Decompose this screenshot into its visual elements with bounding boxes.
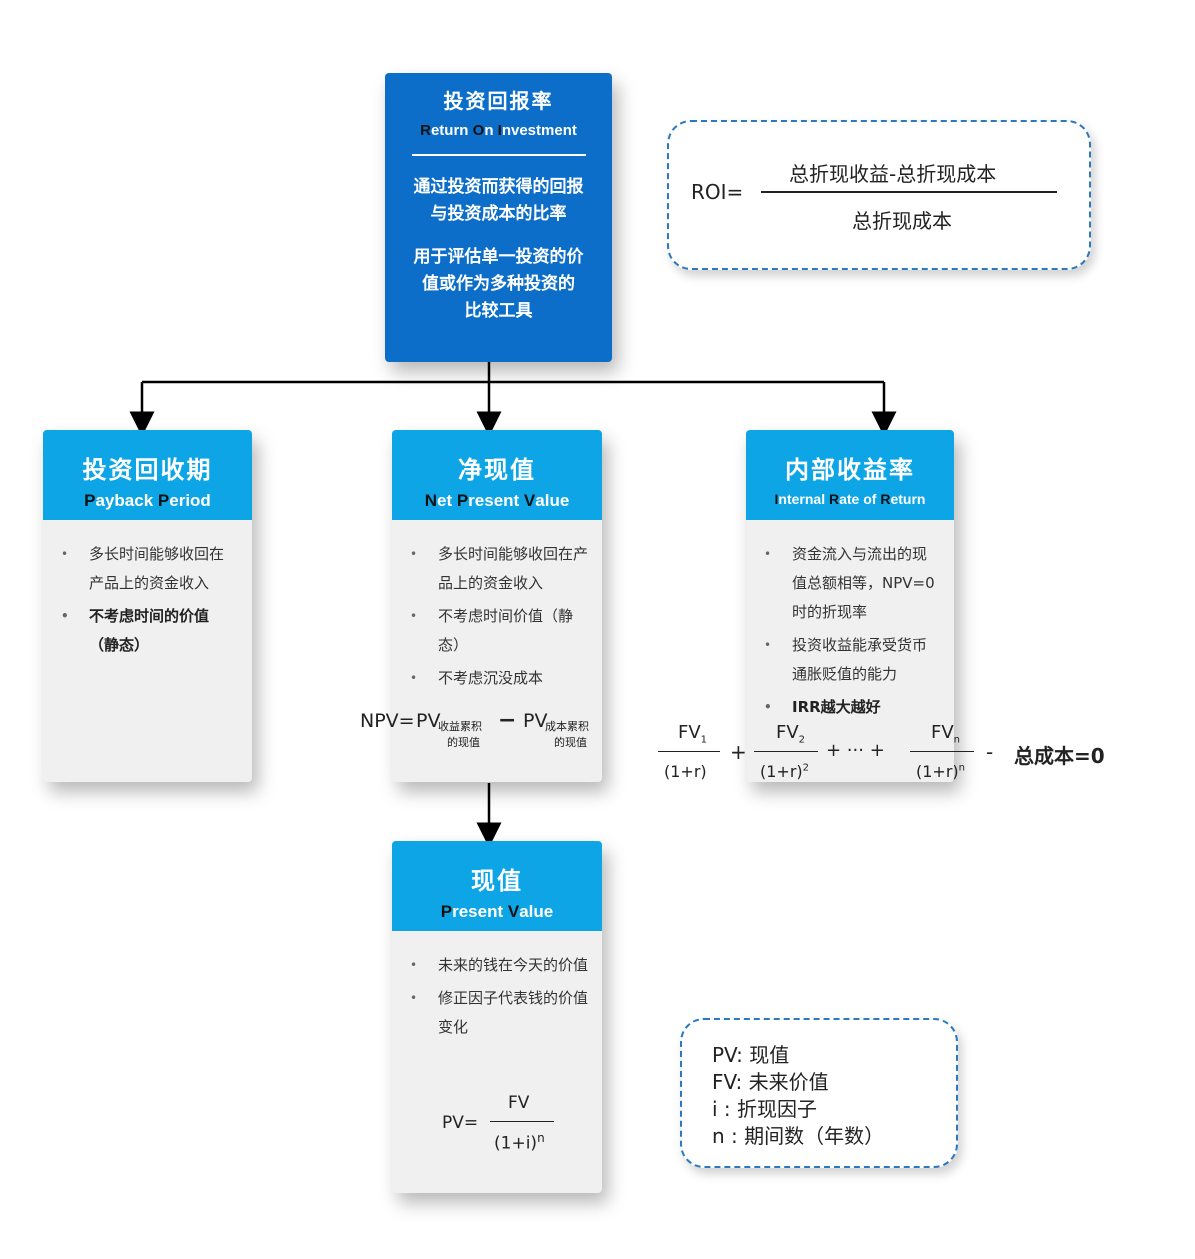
list-item: 不考虑时间价值（静态）: [410, 602, 588, 660]
irr-term1-numerator: FV1: [678, 722, 708, 746]
npv-card-subtitle: Net Present Value: [424, 491, 570, 510]
payback-card-header: 投资回收期 Payback Period: [43, 430, 252, 520]
pv-formula: PV= FV (1+i)n: [436, 1089, 596, 1159]
roi-card-definition: 通过投资而获得的回报 与投资成本的比率: [413, 177, 584, 224]
list-item: 未来的钱在今天的价值: [410, 951, 588, 980]
roi-formula-box: ROI= 总折现收益-总折现成本 总折现成本: [667, 120, 1091, 270]
irr-termn-numerator: FVn: [931, 722, 961, 746]
pv-formula-fraction-line: [490, 1121, 554, 1122]
irr-minus: -: [986, 740, 994, 764]
irr-formula: FV1 (1+r) + FV2 (1+r)2 + ··· + FVn (1+r)…: [650, 718, 1130, 788]
pv-formula-denominator: (1+i)n: [494, 1131, 545, 1154]
pv-formula-lhs: PV=: [442, 1113, 479, 1133]
npv-formula-sub2-line2: 的现值: [554, 736, 587, 749]
irr-term2-denominator: (1+r)2: [760, 762, 810, 781]
npv-card: 净现值 Net Present Value 多长时间能够收回在产品上的资金收入 …: [392, 430, 602, 782]
pv-card: 现值 Present Value 未来的钱在今天的价值 修正因子代表钱的价值变化…: [392, 841, 602, 1193]
legend-box: PV: 现值 FV: 未来价值 i : 折现因子 n : 期间数（年数）: [680, 1018, 958, 1168]
npv-card-header: 净现值 Net Present Value: [392, 430, 602, 520]
roi-card-usage: 用于评估单一投资的价 值或作为多种投资的 比较工具: [413, 247, 584, 321]
payback-card-title: 投资回收期: [82, 455, 213, 484]
payback-card: 投资回收期 Payback Period 多长时间能够收回在产品上的资金收入 不…: [43, 430, 252, 782]
roi-formula-denominator: 总折现成本: [852, 209, 952, 233]
pv-card-subtitle: Present Value: [440, 902, 554, 921]
list-item: IRR越大越好: [764, 693, 940, 722]
irr-card-subtitle: Internal Rate of Return: [774, 491, 926, 507]
pv-card-title: 现值: [471, 866, 523, 895]
irr-card-title: 内部收益率: [785, 455, 915, 484]
list-item: 不考虑时间的价值（静态）: [61, 602, 238, 660]
list-item: 多长时间能够收回在产品上的资金收入: [61, 540, 238, 598]
npv-formula-lhs: NPV=: [360, 710, 415, 732]
irr-plus-ellipsis: + ··· +: [826, 740, 885, 761]
npv-card-title: 净现值: [458, 455, 536, 484]
npv-formula-sub1-line1: 收益累积: [438, 720, 482, 733]
list-item: 投资收益能承受货币通胀贬值的能力: [764, 631, 940, 689]
irr-term1-fraction-line: [658, 751, 720, 752]
irr-term1-denominator: (1+r): [664, 762, 707, 781]
roi-card: 投资回报率 Return On Investment 通过投资而获得的回报 与投…: [385, 73, 612, 362]
irr-termn-denominator: (1+r)n: [916, 762, 965, 781]
irr-card-header: 内部收益率 Internal Rate of Return: [746, 430, 954, 520]
pv-card-header: 现值 Present Value: [392, 841, 602, 931]
npv-bullet-list: 多长时间能够收回在产品上的资金收入 不考虑时间价值（静态） 不考虑沉没成本: [392, 520, 602, 693]
legend-line-i: i : 折现因子: [712, 1097, 818, 1121]
irr-term2-fraction-line: [754, 751, 818, 752]
irr-termn-fraction-line: [910, 751, 974, 752]
npv-formula-pv1: PV: [416, 710, 441, 732]
legend-line-fv: FV: 未来价值: [712, 1070, 829, 1094]
list-item: 多长时间能够收回在产品上的资金收入: [410, 540, 588, 598]
npv-formula-pv2: PV: [523, 710, 548, 732]
irr-bullet-list: 资金流入与流出的现值总额相等，NPV=0时的折现率 投资收益能承受货币通胀贬值的…: [746, 520, 954, 722]
roi-formula-fraction-line: [761, 191, 1057, 193]
roi-card-title: 投资回报率: [443, 89, 554, 113]
irr-plus-1: +: [730, 740, 747, 764]
roi-card-subtitle: Return On Investment: [420, 122, 577, 139]
irr-card: 内部收益率 Internal Rate of Return 资金流入与流出的现值…: [746, 430, 954, 782]
irr-tail: 总成本=0: [1014, 744, 1105, 768]
top-to-children-connector: [129, 362, 897, 437]
npv-formula: NPV= PV 收益累积 的现值 − PV 成本累积 的现值: [360, 708, 620, 758]
npv-formula-sub2-line1: 成本累积: [545, 720, 589, 733]
list-item: 修正因子代表钱的价值变化: [410, 984, 588, 1042]
roi-card-divider: [411, 154, 586, 156]
roi-formula-numerator: 总折现收益-总折现成本: [789, 162, 997, 186]
legend-line-n: n : 期间数（年数）: [712, 1124, 885, 1148]
list-item: 不考虑沉没成本: [410, 664, 588, 693]
payback-bullet-list: 多长时间能够收回在产品上的资金收入 不考虑时间的价值（静态）: [43, 520, 252, 660]
npv-formula-sub1-line2: 的现值: [447, 736, 480, 749]
pv-formula-numerator: FV: [508, 1093, 530, 1113]
npv-formula-minus: −: [498, 708, 517, 733]
payback-card-subtitle: Payback Period: [84, 491, 211, 510]
legend-line-pv: PV: 现值: [712, 1043, 790, 1067]
pv-bullet-list: 未来的钱在今天的价值 修正因子代表钱的价值变化: [392, 931, 602, 1042]
list-item: 资金流入与流出的现值总额相等，NPV=0时的折现率: [764, 540, 940, 627]
irr-term2-numerator: FV2: [776, 722, 806, 746]
roi-formula-lhs: ROI=: [691, 180, 744, 204]
